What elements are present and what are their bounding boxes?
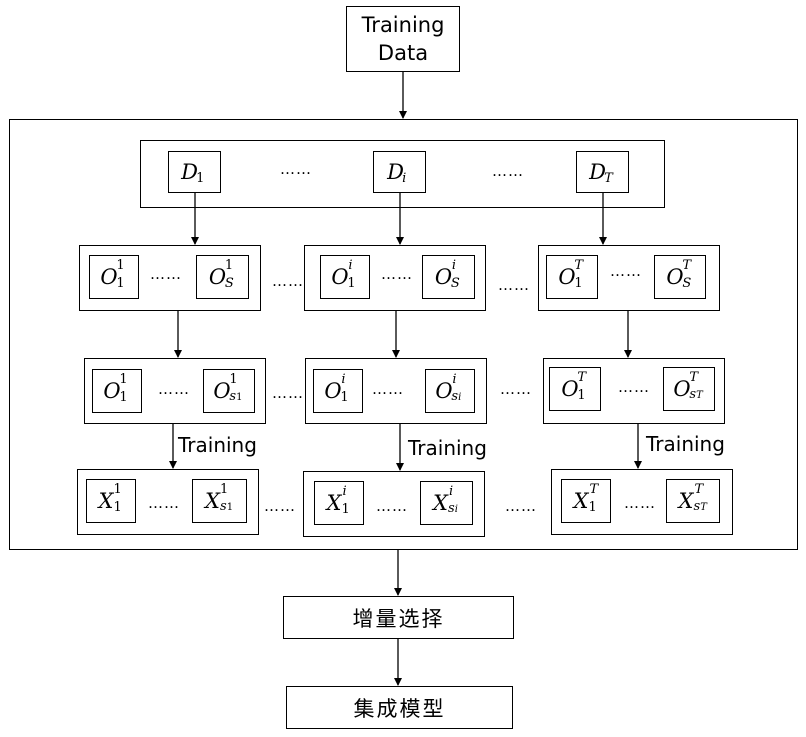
flow-arrows — [0, 0, 806, 737]
